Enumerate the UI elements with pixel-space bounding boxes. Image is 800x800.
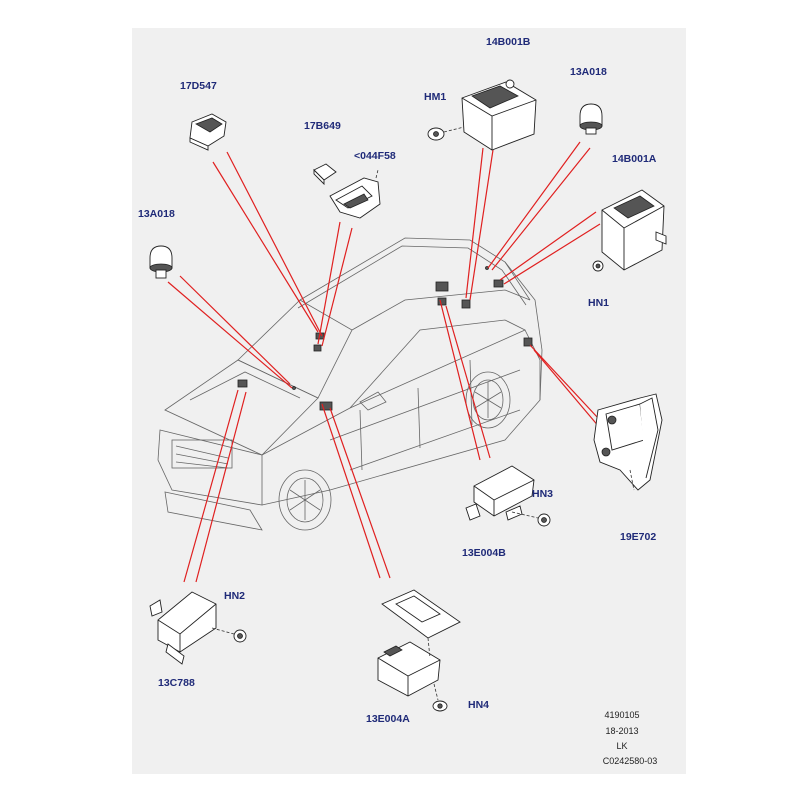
part-13e004a-icon <box>377 589 461 701</box>
part-hm1-icon <box>427 125 469 141</box>
vehicle-outline <box>157 237 543 531</box>
label-14b001a: 14B001A <box>612 153 657 165</box>
label-hm1: HM1 <box>424 91 446 103</box>
label-13a018-top: 13A018 <box>570 66 607 78</box>
part-hn1-icon <box>592 260 604 272</box>
part-044f58-icon <box>329 169 381 219</box>
label-17b649: 17B649 <box>304 120 341 132</box>
label-hn2: HN2 <box>224 590 245 602</box>
footer-line-3: LK <box>616 741 627 751</box>
footer-block: 4190105 18-2013 LK C0242580-03 <box>603 710 658 766</box>
part-13a018-left-icon <box>149 245 173 279</box>
part-14b001a-icon <box>601 189 667 271</box>
part-19e702-icon <box>593 393 663 491</box>
label-hn4: HN4 <box>468 699 489 711</box>
label-19e702: 19E702 <box>620 531 656 543</box>
part-hn2-icon <box>233 629 247 643</box>
part-13c788-icon <box>149 591 235 665</box>
part-hn3-icon <box>537 513 551 527</box>
label-13a018-left: 13A018 <box>138 208 175 220</box>
part-17d547-icon <box>189 113 227 151</box>
label-hn3: HN3 <box>532 488 553 500</box>
footer-line-4: C0242580-03 <box>603 756 658 766</box>
leader-lines <box>167 141 601 583</box>
footer-line-1: 4190105 <box>604 710 639 720</box>
label-13c788: 13C788 <box>158 677 195 689</box>
footer-line-2: 18-2013 <box>605 726 638 736</box>
label-13e004a: 13E004A <box>366 713 410 725</box>
part-13a018-top-icon <box>579 103 603 135</box>
part-17b649-icon <box>313 163 337 186</box>
label-hn1: HN1 <box>588 297 609 309</box>
part-14b001b-icon <box>461 79 537 151</box>
label-14b001b: 14B001B <box>486 36 531 48</box>
part-13e004b-icon <box>465 465 539 521</box>
label-044f58: <044F58 <box>354 150 396 162</box>
vehicle-markers <box>237 266 533 411</box>
label-13e004b: 13E004B <box>462 547 506 559</box>
part-hn4-icon <box>432 700 448 712</box>
label-17d547: 17D547 <box>180 80 217 92</box>
